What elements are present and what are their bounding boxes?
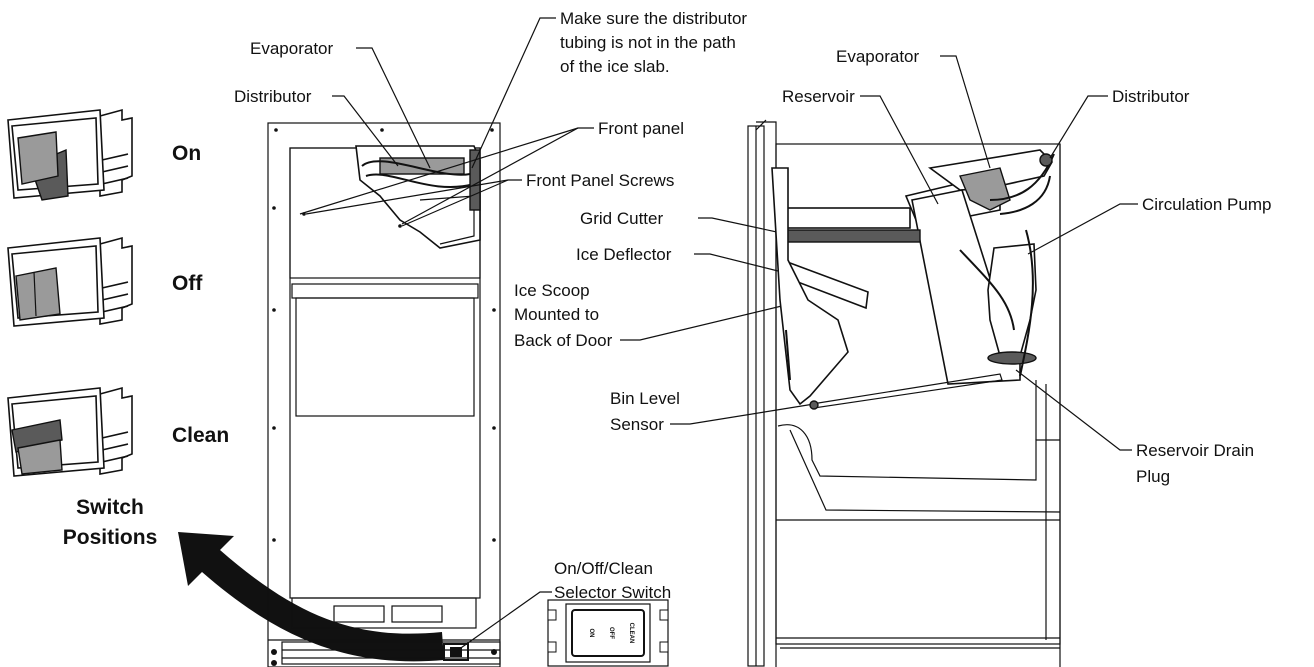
grid-cutter-label: Grid Cutter xyxy=(580,209,663,228)
ice-scoop-line1: Ice Scoop xyxy=(514,281,590,300)
switch-clean-label: Clean xyxy=(172,424,229,447)
switch-arrow-icon xyxy=(178,532,444,662)
tubing-note-line1: Make sure the distributor xyxy=(560,9,747,28)
ice-scoop-line2: Mounted to xyxy=(514,305,599,324)
switch-off-illustration xyxy=(7,236,133,327)
bin-level-line2: Sensor xyxy=(610,415,664,434)
switch-face-off: OFF xyxy=(608,627,614,639)
switch-positions-title-line1: Switch xyxy=(76,496,144,519)
front-evaporator-label: Evaporator xyxy=(250,39,333,58)
reservoir-drain-line1: Reservoir Drain xyxy=(1136,441,1254,460)
tubing-note-line2: tubing is not in the path xyxy=(560,33,736,52)
ice-scoop-line3: Back of Door xyxy=(514,331,613,350)
reservoir-drain-line2: Plug xyxy=(1136,467,1170,486)
switch-off-label: Off xyxy=(172,272,203,295)
ice-deflector-label: Ice Deflector xyxy=(576,245,672,264)
side-view-cabinet xyxy=(747,121,1061,667)
switch-on-label: On xyxy=(172,142,201,165)
front-view-cabinet xyxy=(267,122,501,667)
switch-on-illustration xyxy=(7,108,133,201)
selector-switch-line1: On/Off/Clean xyxy=(554,559,653,578)
tubing-note-line3: of the ice slab. xyxy=(560,57,670,76)
reservoir-label: Reservoir xyxy=(782,87,855,106)
front-panel-screws-label: Front Panel Screws xyxy=(526,171,674,190)
bin-level-line1: Bin Level xyxy=(610,389,680,408)
front-panel-label: Front panel xyxy=(598,119,684,138)
switch-clean-illustration xyxy=(7,386,133,477)
circulation-pump-label: Circulation Pump xyxy=(1142,195,1271,214)
switch-face-clean: CLEAN xyxy=(628,623,634,644)
switch-positions-title-line2: Positions xyxy=(63,526,158,549)
selector-switch-face: ON OFF CLEAN xyxy=(547,599,669,667)
side-evaporator-label: Evaporator xyxy=(836,47,919,66)
switch-face-on: ON xyxy=(588,629,594,638)
selector-switch-line2: Selector Switch xyxy=(554,583,671,602)
front-distributor-label: Distributor xyxy=(234,87,312,106)
side-distributor-label: Distributor xyxy=(1112,87,1190,106)
